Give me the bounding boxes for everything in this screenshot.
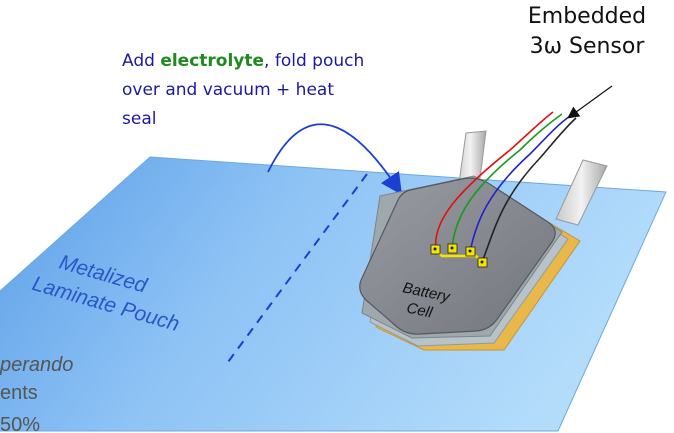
cell-label-line2: Cell xyxy=(405,300,434,322)
instruction-text: Add electrolyte, fold pouch over and vac… xyxy=(122,47,364,134)
instruction-line1: Add electrolyte, fold pouch xyxy=(122,47,364,76)
cutoff-text-line3: 50% xyxy=(0,414,41,433)
instruction-line3: seal xyxy=(122,109,157,129)
instruction-part2: , fold pouch xyxy=(264,51,365,71)
cutoff-text-line1: perando xyxy=(0,354,74,376)
sensor-pads xyxy=(430,243,488,268)
sensor-label-line2: 3ω Sensor xyxy=(529,34,645,59)
instruction-part1: Add xyxy=(122,51,161,71)
cutoff-text-line2: ents xyxy=(0,382,38,404)
metal-tab-right xyxy=(555,159,608,226)
sensor-label: Embedded 3ω Sensor xyxy=(500,2,674,62)
sensor-wires xyxy=(434,111,577,263)
sensor-label-line1: Embedded xyxy=(527,4,647,29)
instruction-line2: over and vacuum + heat xyxy=(122,80,335,100)
fold-line xyxy=(227,173,368,363)
fold-arrow xyxy=(267,123,403,195)
battery-cell xyxy=(359,175,581,351)
sensor-pointer-arrow xyxy=(567,85,613,119)
electrolyte-highlight: electrolyte xyxy=(160,51,265,71)
